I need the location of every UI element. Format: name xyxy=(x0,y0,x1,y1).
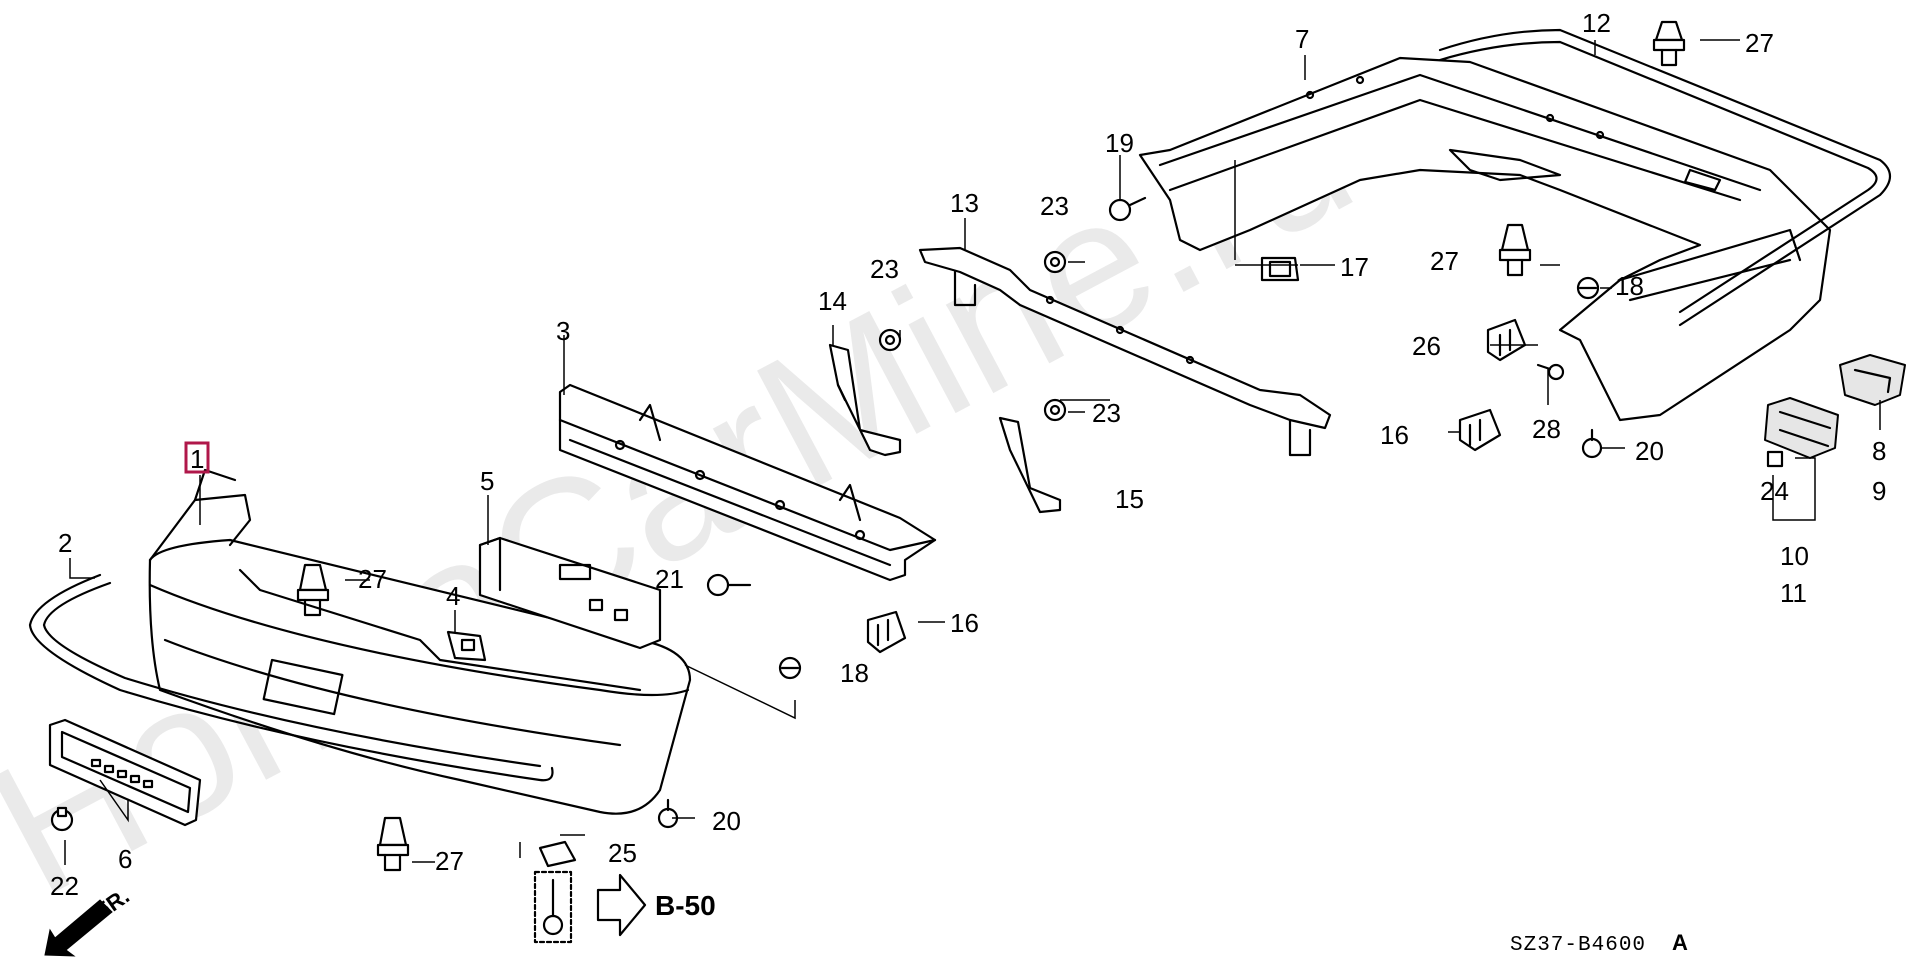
callout-22[interactable]: 22 xyxy=(50,871,79,901)
side-bracket-15[interactable] xyxy=(998,416,1062,514)
bracket-26[interactable] xyxy=(1486,318,1527,362)
rear-bumper-face[interactable] xyxy=(1138,56,1832,422)
callout-1[interactable]: 1 xyxy=(190,444,204,474)
callout-23-a[interactable]: 23 xyxy=(1040,191,1069,221)
callout-21[interactable]: 21 xyxy=(655,564,684,594)
side-bracket-14[interactable] xyxy=(828,343,902,457)
callout-20-rear[interactable]: 20 xyxy=(1635,436,1664,466)
callout-18-rear[interactable]: 18 xyxy=(1615,271,1644,301)
callout-7[interactable]: 7 xyxy=(1295,24,1309,54)
grommet-23-c[interactable] xyxy=(1043,398,1067,422)
fastener-clip-27-lower[interactable] xyxy=(376,816,410,872)
callout-6[interactable]: 6 xyxy=(118,844,132,874)
leader-lines xyxy=(64,39,1881,865)
screw-28[interactable] xyxy=(1536,363,1565,381)
callout-28[interactable]: 28 xyxy=(1532,414,1561,444)
rear-molding-strip[interactable] xyxy=(1438,28,1892,327)
callout-5[interactable]: 5 xyxy=(480,466,494,496)
bolt-20-rear[interactable] xyxy=(1581,428,1603,459)
diagram-revision: A xyxy=(1672,930,1688,955)
front-direction-arrow-icon xyxy=(44,899,113,957)
callout-19[interactable]: 19 xyxy=(1105,128,1134,158)
bracket-16-front[interactable] xyxy=(866,610,907,654)
callout-3[interactable]: 3 xyxy=(556,316,570,346)
fastener-clip-27-front[interactable] xyxy=(296,563,330,617)
callout-17[interactable]: 17 xyxy=(1340,252,1369,282)
bolt-20-front[interactable] xyxy=(657,798,679,829)
callout-20-front[interactable]: 20 xyxy=(712,806,741,836)
screw-22[interactable] xyxy=(50,806,74,832)
bracket-16-rear[interactable] xyxy=(1458,408,1502,452)
highlight-box xyxy=(184,441,210,474)
front-bumper-face[interactable] xyxy=(148,468,692,815)
screw-21[interactable] xyxy=(706,573,752,597)
reference-arrow-icon xyxy=(596,873,647,937)
callout-16-rear[interactable]: 16 xyxy=(1380,420,1409,450)
front-lip-strip[interactable] xyxy=(28,573,554,782)
clip-19[interactable] xyxy=(1108,196,1147,222)
callout-13[interactable]: 13 xyxy=(950,188,979,218)
callout-27-top[interactable]: 27 xyxy=(1745,28,1774,58)
callout-23-c[interactable]: 23 xyxy=(1092,398,1121,428)
callout-27-rear[interactable]: 27 xyxy=(1430,246,1459,276)
grommet-23-b[interactable] xyxy=(878,328,902,352)
callout-10[interactable]: 10 xyxy=(1780,541,1809,571)
callout-18-front[interactable]: 18 xyxy=(840,658,869,688)
fastener-clip-27-top[interactable] xyxy=(1652,20,1686,67)
front-absorber[interactable] xyxy=(478,536,662,650)
rear-reflector[interactable] xyxy=(1839,354,1906,406)
fastener-clip-27-rear[interactable] xyxy=(1498,223,1532,277)
license-plate-base[interactable] xyxy=(48,718,202,827)
reference-label[interactable]: B-50 xyxy=(655,890,716,921)
rear-marker-lamp[interactable] xyxy=(1764,397,1839,459)
callout-14[interactable]: 14 xyxy=(818,286,847,316)
callout-27-lower[interactable]: 27 xyxy=(435,846,464,876)
callout-labels: 1 2 3 4 5 6 7 8 9 10 11 12 13 14 15 16 1… xyxy=(50,8,1886,901)
callout-11[interactable]: 11 xyxy=(1780,578,1807,608)
callout-9[interactable]: 9 xyxy=(1872,476,1886,506)
nut-18-front[interactable] xyxy=(778,656,802,680)
callout-23-b[interactable]: 23 xyxy=(870,254,899,284)
callout-8[interactable]: 8 xyxy=(1872,436,1886,466)
callout-16-front[interactable]: 16 xyxy=(950,608,979,638)
callout-2[interactable]: 2 xyxy=(58,528,72,558)
diagram-code: SZ37-B4600 xyxy=(1510,934,1646,957)
clip-17[interactable] xyxy=(1260,256,1300,282)
rear-beam-13[interactable] xyxy=(918,246,1332,457)
callout-25[interactable]: 25 xyxy=(608,838,637,868)
callout-15[interactable]: 15 xyxy=(1115,484,1144,514)
front-bracket-4[interactable] xyxy=(446,630,487,662)
nut-25[interactable] xyxy=(538,840,577,868)
grommet-23-a[interactable] xyxy=(1043,250,1067,274)
callout-12[interactable]: 12 xyxy=(1582,8,1611,38)
nut-18-rear[interactable] xyxy=(1576,276,1600,300)
clip-24[interactable] xyxy=(1766,450,1784,468)
callout-26[interactable]: 26 xyxy=(1412,331,1441,361)
callout-24[interactable]: 24 xyxy=(1760,476,1789,506)
callout-27-front[interactable]: 27 xyxy=(358,564,387,594)
front-bumper-beam[interactable] xyxy=(558,383,937,582)
callout-4[interactable]: 4 xyxy=(446,581,460,611)
bolt-b50[interactable] xyxy=(533,870,573,944)
